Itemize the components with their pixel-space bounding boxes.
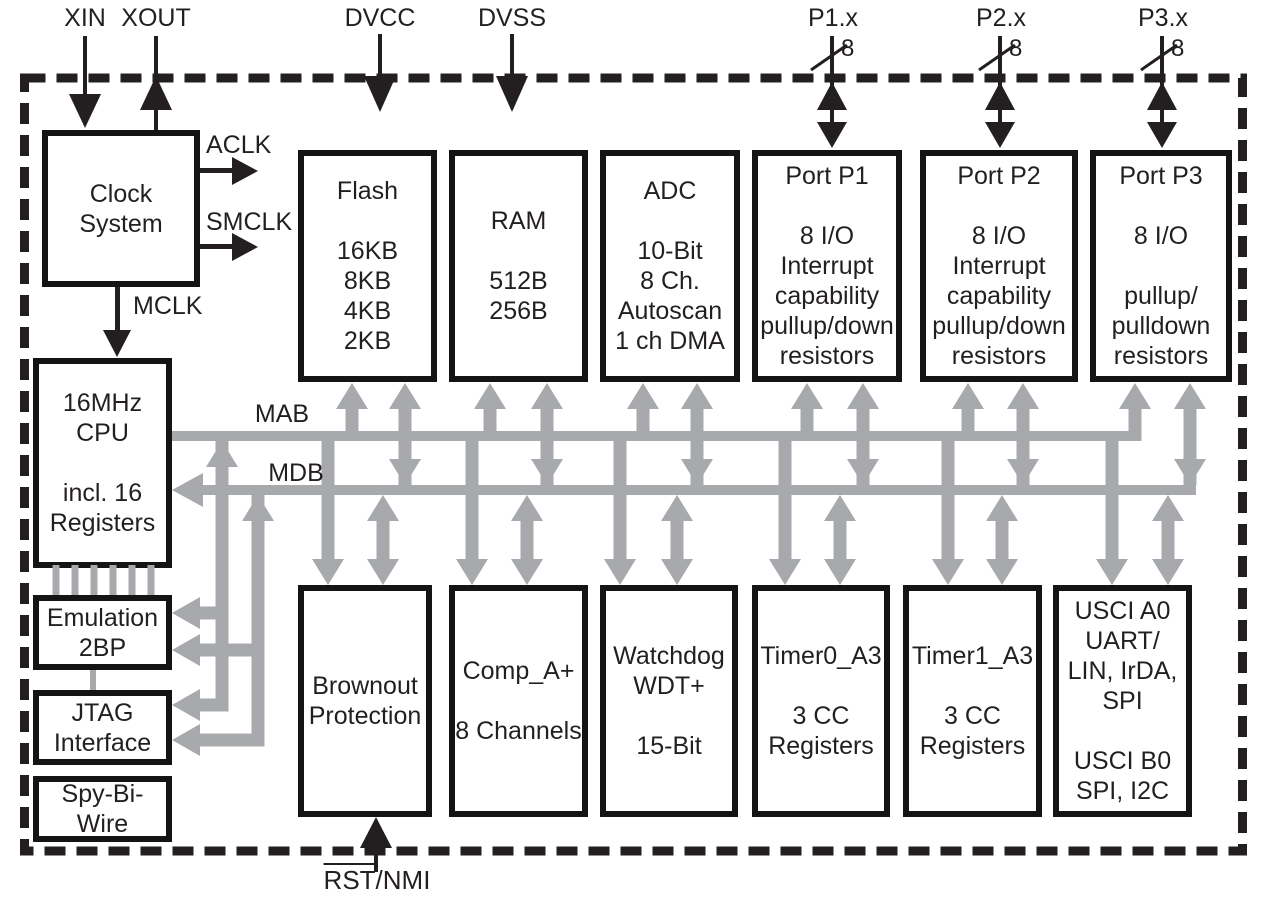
block-text-line: 1 ch DMA — [615, 327, 725, 355]
bus-label-mab: MAB — [254, 400, 310, 428]
block-text-line: WDT+ — [633, 672, 705, 700]
signal-label-mclk: MCLK — [133, 292, 203, 320]
block-text-line: Registers — [919, 732, 1026, 760]
block-text-line: Timer1_A3 — [911, 642, 1034, 670]
block-text-line: resistors — [951, 342, 1047, 370]
block-text-line: Port P1 — [785, 162, 869, 190]
block-text-line: System — [79, 209, 163, 238]
block-text-line: pullup/down — [760, 312, 894, 340]
block-text-line: capability — [946, 282, 1052, 310]
pin-label-dvcc: DVCC — [344, 4, 416, 32]
block-text-line: 512B — [489, 267, 548, 295]
pin-label-dvss: DVSS — [477, 4, 547, 32]
block-text-line: Timer0_A3 — [760, 642, 882, 670]
block-text-line: 8 I/O — [1133, 222, 1189, 250]
signal-label-aclk: ACLK — [206, 131, 272, 159]
rst-suffix: /NMI — [375, 865, 431, 895]
block-text-line: 3 CC — [944, 702, 1001, 730]
pin-label-xout: XOUT — [121, 4, 191, 32]
block-text-line: Emulation — [46, 603, 159, 632]
block-text-line: 8 I/O — [799, 222, 855, 250]
rst-overlined: RST — [323, 865, 376, 895]
block-text-line: Spy-Bi- — [61, 780, 144, 808]
block-text-line: LIN, IrDA, — [1067, 657, 1178, 685]
pin-label-p3x: P3.x — [1137, 4, 1189, 32]
block-text-line: incl. 16 — [62, 479, 143, 507]
block-text-line: UART/ — [1085, 627, 1160, 655]
block-text-line: 15-Bit — [636, 732, 702, 760]
block-text-line: Comp_A+ — [462, 657, 575, 685]
block-text-line: 8 I/O — [971, 222, 1027, 250]
block-spy-bi-wire: Spy-Bi-Wire — [33, 776, 172, 842]
block-text-line: Interrupt — [952, 252, 1046, 280]
block-text-line: resistors — [1113, 342, 1209, 370]
block-text-line: Registers — [768, 732, 874, 760]
block-text-line: USCI A0 — [1074, 597, 1171, 625]
block-text-line: pullup/down — [932, 312, 1066, 340]
block-text-line: 3 CC — [792, 702, 850, 730]
block-text-line: Brownout — [312, 672, 418, 700]
block-text-line: Port P2 — [957, 162, 1041, 190]
signal-label-smclk: SMCLK — [206, 208, 293, 236]
block-text-line: 8KB — [343, 267, 392, 295]
block-text-line: 8 Channels — [455, 717, 582, 745]
block-text-line: Autoscan — [617, 297, 723, 325]
block-text-line: 256B — [489, 297, 548, 325]
block-text-line: 4KB — [343, 297, 392, 325]
block-text-line: Clock — [89, 179, 153, 208]
block-text-line: Interface — [53, 728, 152, 757]
block-text-line: resistors — [779, 342, 875, 370]
pin-label-xin: XIN — [64, 4, 106, 32]
block-text-line: RAM — [490, 207, 547, 235]
block-text-line: Interrupt — [780, 252, 874, 280]
bus-width-p2: 8 — [1009, 35, 1023, 62]
block-text-line: pullup/ — [1124, 282, 1198, 310]
block-text-line: pulldown — [1111, 312, 1211, 340]
block-text-line: Protection — [308, 702, 422, 730]
block-text-line: ADC — [643, 177, 697, 205]
block-text-line: Port P3 — [1119, 162, 1203, 190]
block-text-line: SPI — [1102, 687, 1143, 715]
block-comp-a: Comp_A+ 8 Channels — [449, 585, 588, 817]
block-text-line: 2KB — [343, 327, 392, 355]
block-text-line: JTAG — [71, 698, 134, 727]
block-text-line: 16MHz — [62, 389, 143, 417]
block-text-line: USCI B0 — [1073, 747, 1172, 775]
bus-width-p3: 8 — [1171, 35, 1185, 62]
block-text-line: capability — [774, 282, 880, 310]
block-text-line: CPU — [76, 419, 129, 447]
block-text-line: 2BP — [78, 633, 127, 662]
block-text-line: 8 Ch. — [640, 267, 700, 295]
pin-label-rst-nmi: RST/NMI — [306, 867, 448, 893]
block-text-line: Registers — [49, 509, 156, 537]
bus-width-p1: 8 — [841, 35, 855, 62]
pin-label-p2x: P2.x — [975, 4, 1027, 32]
block-text-line: SPI, I2C — [1075, 777, 1170, 805]
block-text-line: Flash — [336, 177, 399, 205]
block-text-line: 16KB — [336, 237, 399, 265]
block-text-line: Watchdog — [613, 642, 725, 670]
bus-label-mdb: MDB — [268, 459, 324, 487]
pin-label-p1x: P1.x — [807, 4, 859, 32]
block-text-line: 10-Bit — [637, 237, 703, 265]
block-text-line: Wire — [76, 810, 129, 838]
